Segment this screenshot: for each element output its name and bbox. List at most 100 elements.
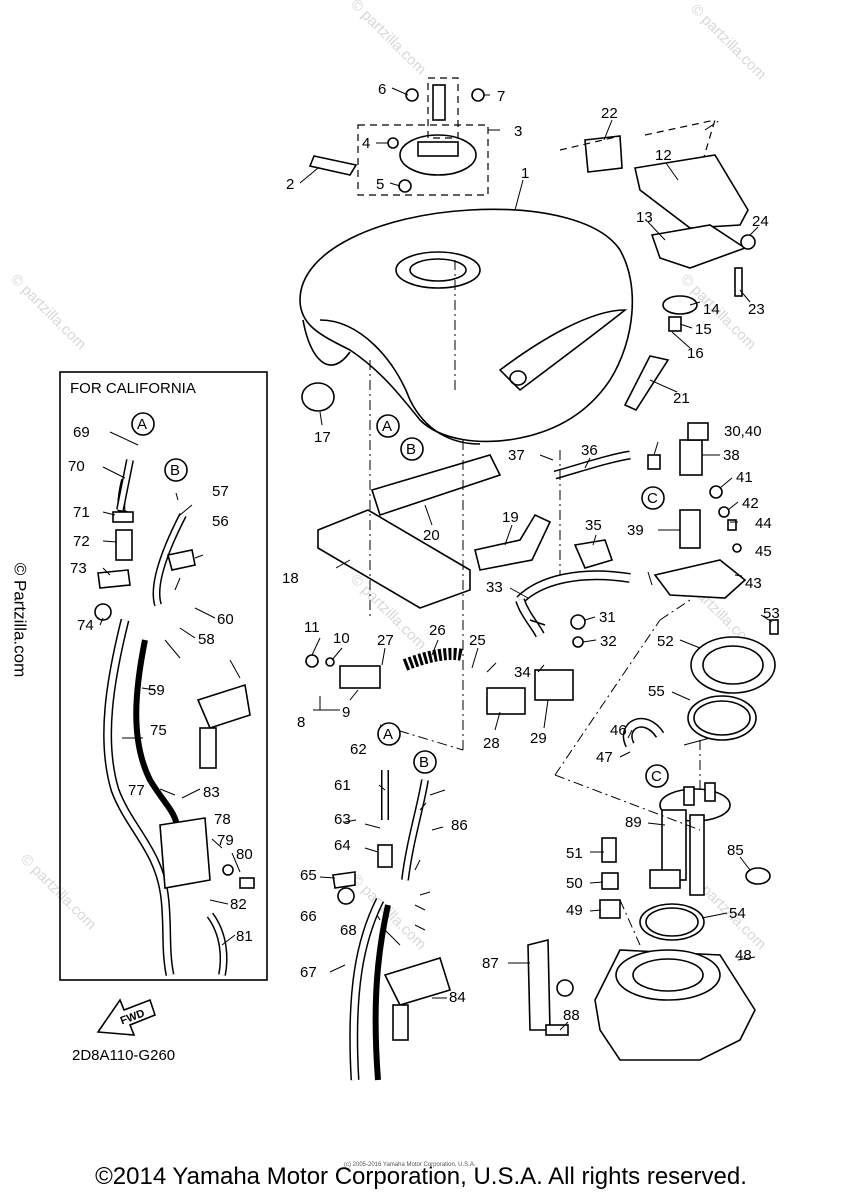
svg-text:29: 29 (530, 730, 547, 747)
svg-text:48: 48 (735, 947, 752, 964)
svg-text:72: 72 (73, 533, 90, 550)
svg-text:73: 73 (70, 560, 87, 577)
svg-text:5: 5 (376, 176, 384, 193)
svg-text:31: 31 (599, 609, 616, 626)
collar-50 (601, 872, 619, 890)
svg-text:8: 8 (297, 714, 305, 731)
svg-text:C: C (647, 490, 658, 507)
callout-b-1: B (400, 437, 424, 461)
svg-text:81: 81 (236, 928, 253, 945)
tank-emblem (498, 309, 628, 392)
clip-85 (745, 867, 771, 885)
svg-text:© partzilla.com: © partzilla.com (7, 271, 89, 353)
svg-text:50: 50 (566, 875, 583, 892)
svg-text:89: 89 (625, 814, 642, 831)
damper-19 (474, 513, 552, 571)
callout-a-2: A (131, 412, 155, 436)
svg-text:88: 88 (563, 1007, 580, 1024)
clamp-35 (573, 539, 614, 569)
valve-9 (339, 665, 381, 689)
svg-text:B: B (419, 754, 429, 771)
gasket-54 (639, 903, 705, 941)
svg-text:2: 2 (286, 176, 294, 193)
bracket-43 (653, 559, 747, 599)
svg-text:23: 23 (748, 301, 765, 318)
svg-text:11: 11 (304, 619, 320, 636)
svg-text:70: 70 (68, 458, 85, 475)
svg-text:79: 79 (217, 832, 234, 849)
svg-text:69: 69 (73, 424, 90, 441)
svg-text:13: 13 (636, 209, 653, 226)
label-22 (584, 135, 623, 173)
damper-18 (317, 509, 471, 609)
svg-text:28: 28 (483, 735, 500, 752)
inset-title: FOR CALIFORNIA (70, 380, 196, 397)
svg-text:45: 45 (755, 543, 772, 560)
key-icon (432, 84, 446, 121)
svg-text:63: 63 (334, 811, 351, 828)
fuel-tank (299, 208, 634, 445)
svg-text:© partzilla.com: © partzilla.com (347, 0, 429, 78)
svg-text:56: 56 (212, 513, 229, 530)
svg-text:C: C (651, 768, 662, 785)
bracket-84-inset (196, 683, 251, 729)
grommet-49 (599, 899, 621, 919)
svg-text:22: 22 (601, 105, 618, 122)
svg-text:24: 24 (752, 213, 769, 230)
leader-lines (99, 87, 773, 1031)
bracket-13 (650, 224, 747, 269)
gasket-55 (687, 695, 757, 741)
filler-neck (395, 251, 481, 289)
copyright-footer: ©2014 Yamaha Motor Corporation, U.S.A. A… (95, 1163, 747, 1190)
svg-text:30,40: 30,40 (724, 423, 762, 440)
svg-text:54: 54 (729, 905, 746, 922)
svg-text:19: 19 (502, 509, 519, 526)
svg-text:3: 3 (514, 123, 522, 140)
svg-text:34: 34 (514, 664, 531, 681)
svg-text:51: 51 (566, 845, 583, 862)
valve-29 (534, 669, 574, 701)
svg-text:47: 47 (596, 749, 613, 766)
svg-text:21: 21 (673, 390, 690, 407)
svg-text:66: 66 (300, 908, 317, 925)
svg-text:78: 78 (214, 811, 231, 828)
svg-text:43: 43 (745, 575, 762, 592)
svg-text:86: 86 (451, 817, 468, 834)
svg-text:74: 74 (77, 617, 94, 634)
svg-text:© partzilla.com: © partzilla.com (687, 1, 769, 83)
svg-text:65: 65 (300, 867, 317, 884)
svg-text:60: 60 (217, 611, 234, 628)
callout-b-3: B (413, 750, 437, 774)
svg-text:27: 27 (377, 632, 394, 649)
svg-text:© partzilla.com: © partzilla.com (17, 851, 99, 933)
svg-text:67: 67 (300, 964, 317, 981)
side-watermark: © Partzilla.com (10, 562, 30, 678)
svg-text:82: 82 (230, 896, 247, 913)
side-cover-12 (634, 154, 749, 229)
callout-c-2: C (645, 764, 669, 788)
damper-20 (370, 454, 502, 517)
svg-text:84: 84 (449, 989, 466, 1006)
svg-text:41: 41 (736, 469, 753, 486)
svg-text:1: 1 (521, 165, 529, 182)
svg-text:75: 75 (150, 722, 167, 739)
svg-text:A: A (137, 416, 147, 433)
bolt-51 (601, 837, 617, 863)
svg-text:44: 44 (755, 515, 772, 532)
svg-text:B: B (170, 462, 180, 479)
pad-21 (623, 355, 670, 412)
svg-text:35: 35 (585, 517, 602, 534)
svg-text:14: 14 (703, 301, 720, 318)
svg-text:33: 33 (486, 579, 503, 596)
callout-b-2: B (164, 458, 188, 482)
svg-text:4: 4 (362, 135, 370, 152)
svg-text:6: 6 (378, 81, 386, 98)
cap-74 (94, 603, 112, 621)
svg-text:42: 42 (742, 495, 759, 512)
diagram-code: 2D8A110-G260 (72, 1047, 175, 1064)
svg-text:26: 26 (429, 622, 446, 639)
svg-text:58: 58 (198, 631, 215, 648)
svg-text:9: 9 (342, 704, 350, 721)
